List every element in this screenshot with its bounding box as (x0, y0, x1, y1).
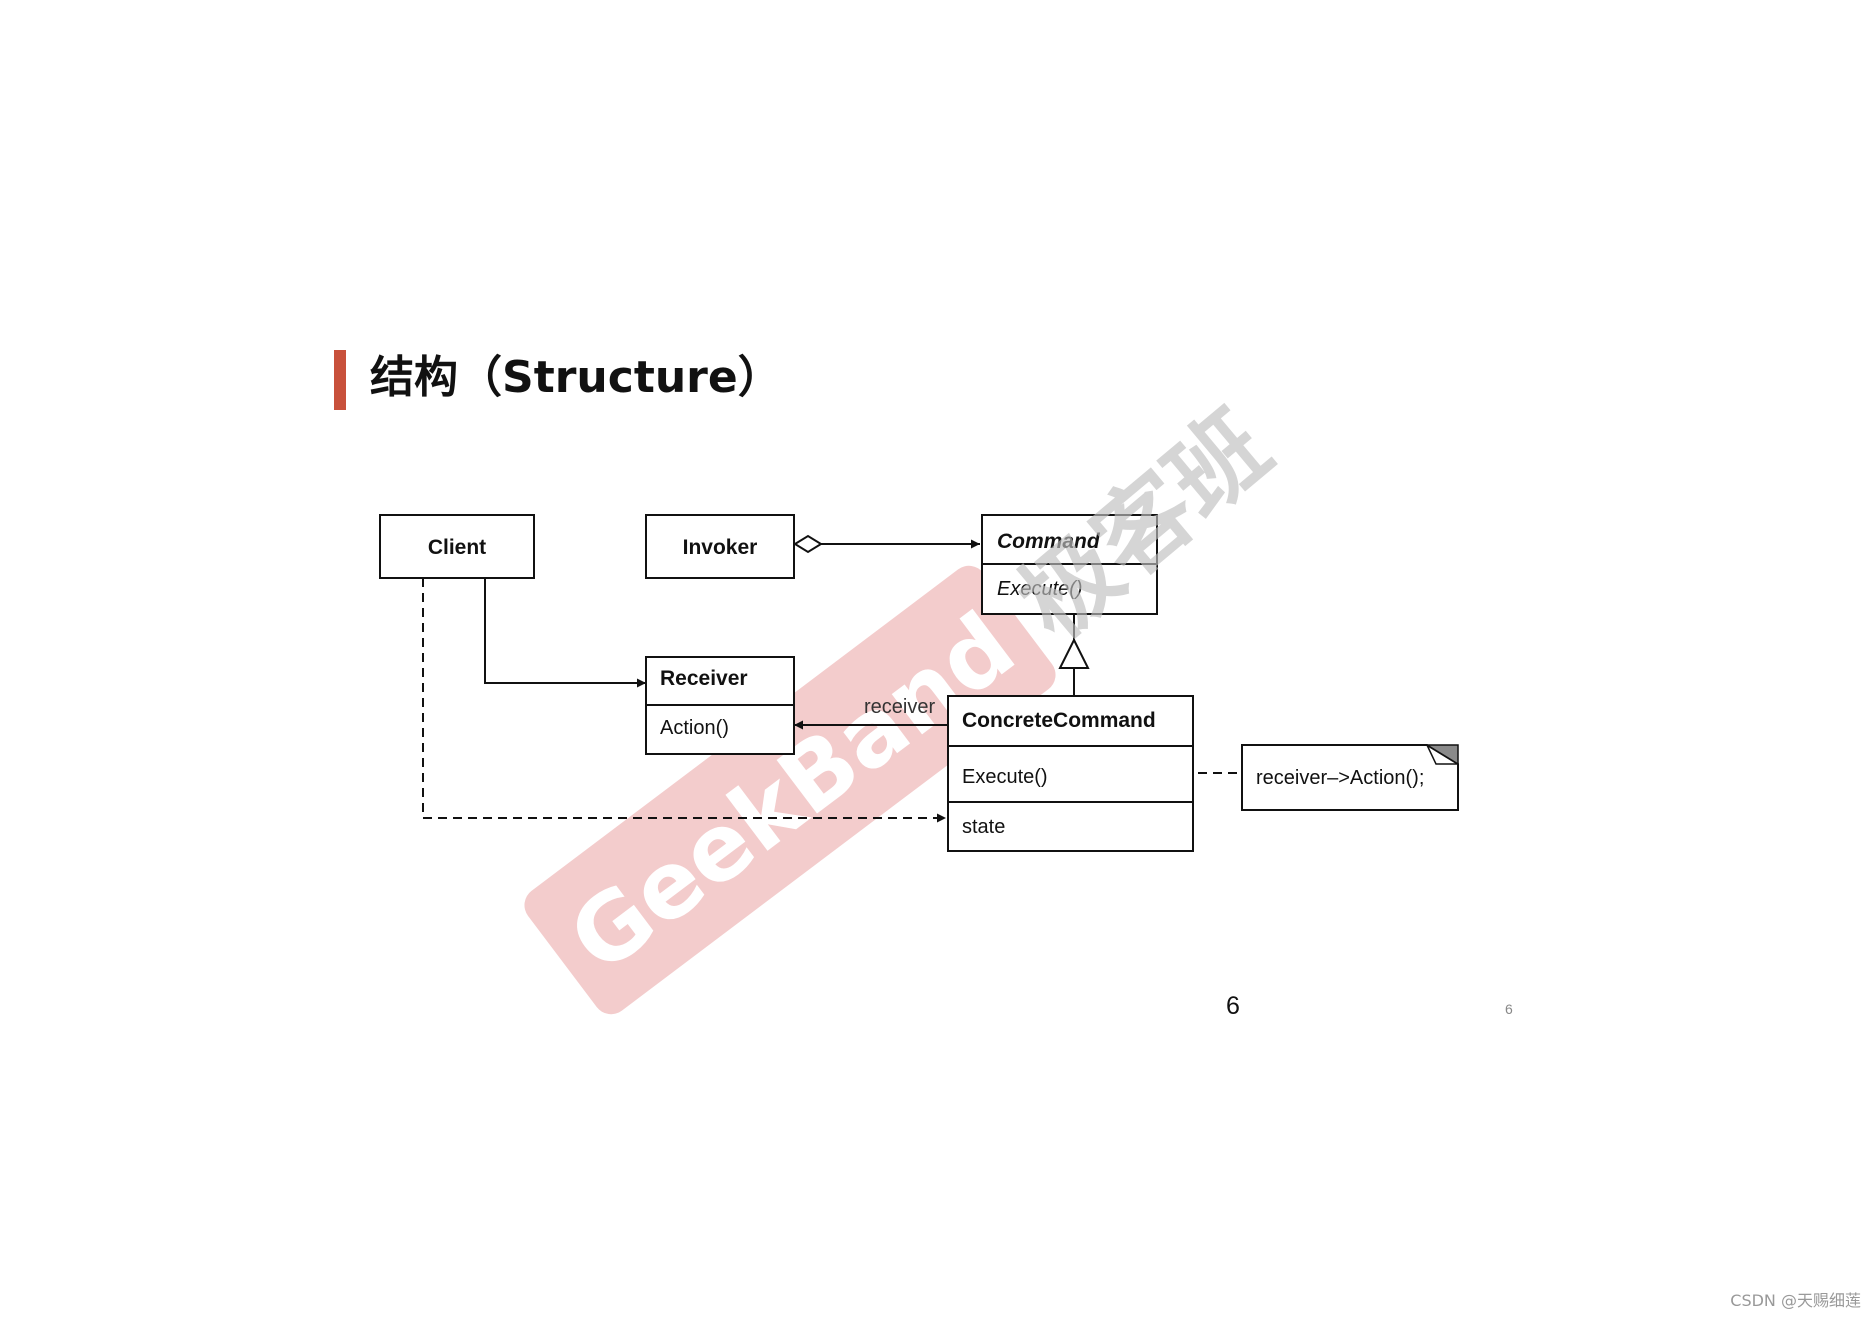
class-receiver-name: Receiver (660, 667, 748, 690)
class-receiver-operation: Action() (660, 717, 729, 739)
page-number-small: 6 (1505, 1001, 1513, 1017)
generalization-triangle (1058, 637, 1090, 669)
class-concretecommand-name: ConcreteCommand (962, 709, 1156, 732)
class-command-name: Command (997, 530, 1101, 553)
page-number: 6 (1226, 992, 1240, 1020)
class-invoker: Invoker (645, 514, 795, 579)
generalization-concretecommand-command (1058, 614, 1090, 696)
class-concretecommand-attribute: state (962, 816, 1005, 838)
slide-title: 结构（Structure） (370, 352, 782, 403)
class-command: Command Execute() (981, 514, 1158, 615)
note-folded-corner (1424, 744, 1459, 766)
class-client: Client (379, 514, 535, 579)
note-box: receiver–>Action(); (1241, 744, 1459, 811)
dependency-client-concretecommand (422, 578, 946, 823)
class-concretecommand-operation: Execute() (962, 766, 1048, 788)
class-invoker-name: Invoker (683, 536, 758, 559)
class-concretecommand: ConcreteCommand Execute() state (947, 695, 1194, 852)
class-command-operation: Execute() (997, 578, 1083, 600)
association-client-receiver (484, 578, 646, 688)
association-label-receiver: receiver (864, 696, 935, 718)
watermark-band (524, 565, 1056, 1015)
source-credit: CSDN @天赐细莲 (1730, 1291, 1861, 1310)
note-text: receiver–>Action(); (1256, 767, 1424, 789)
aggregation-diamond (793, 534, 823, 554)
class-client-name: Client (428, 536, 486, 559)
aggregation-invoker-command (793, 534, 980, 554)
title-accent-bar (334, 350, 346, 410)
class-receiver: Receiver Action() (645, 656, 795, 755)
